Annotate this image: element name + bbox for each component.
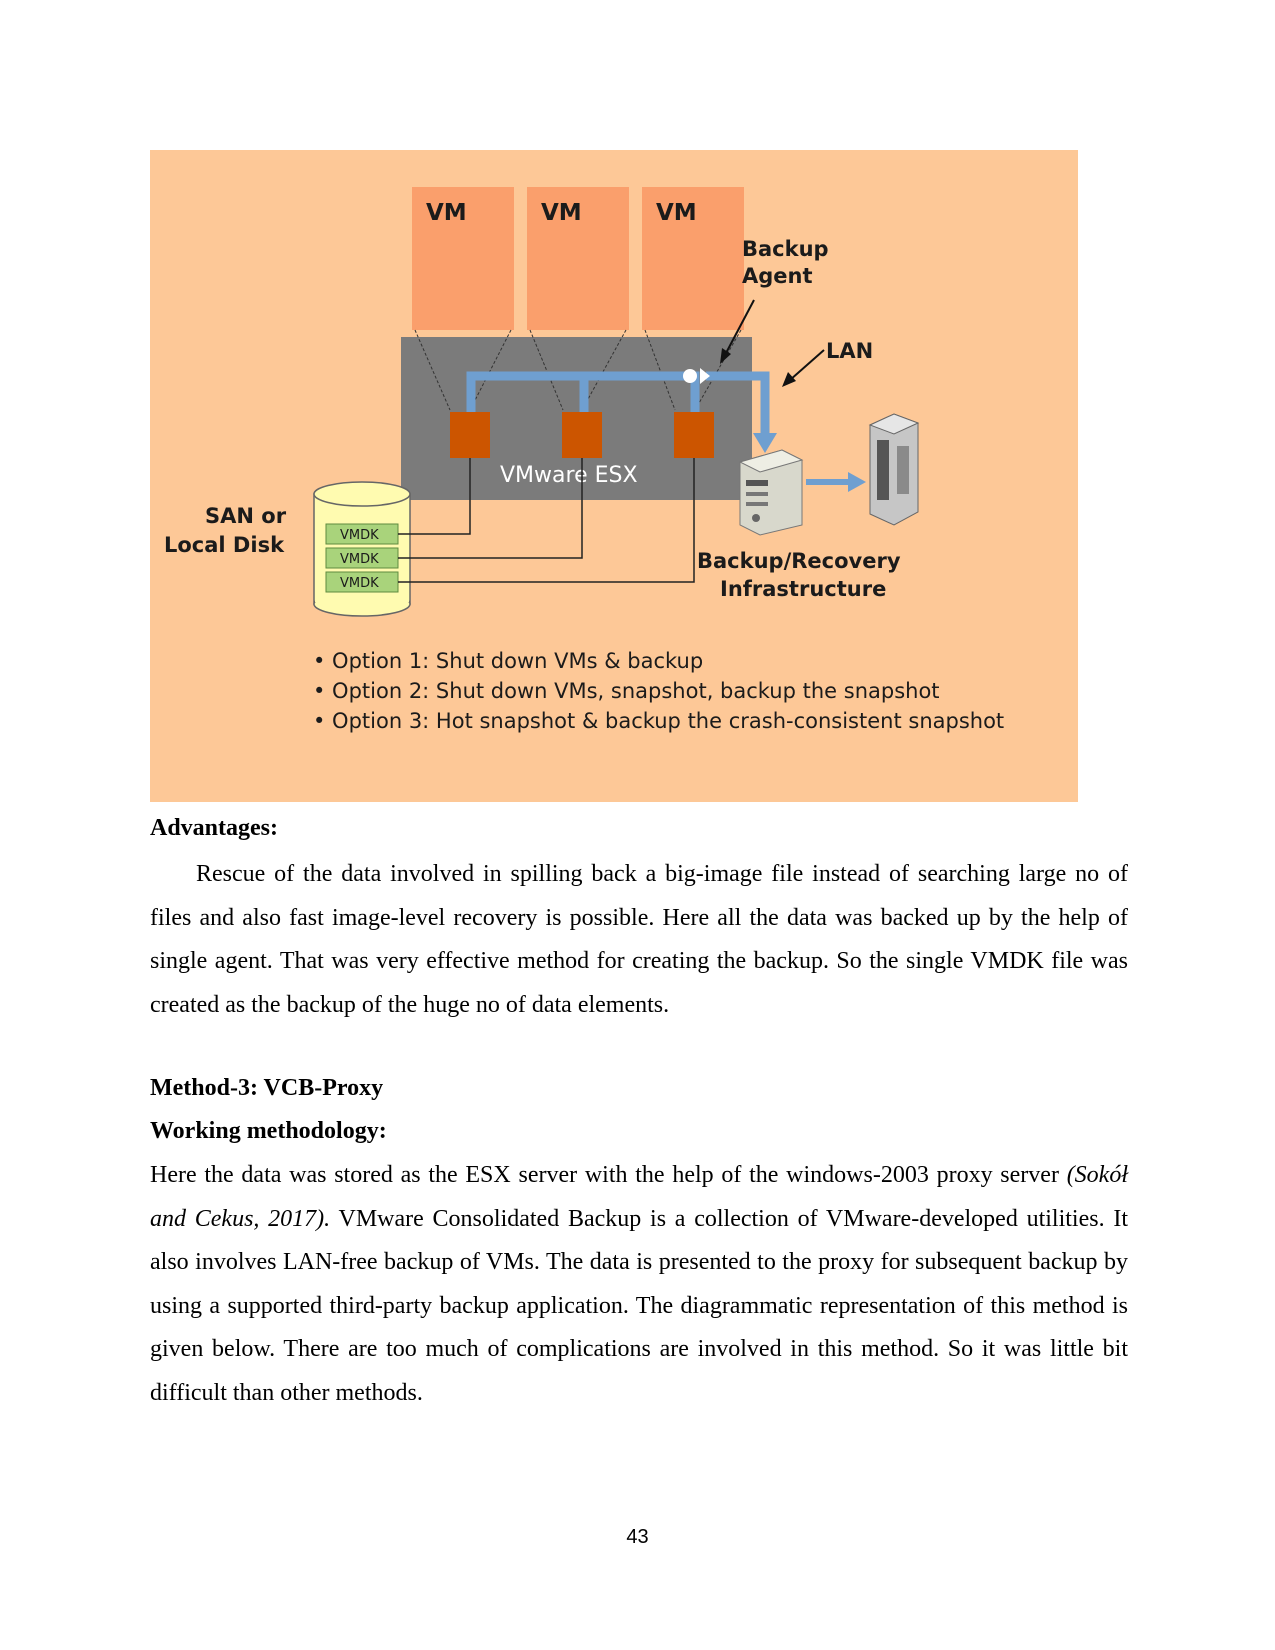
snapshot-3 — [674, 412, 714, 458]
method3-text-before: Here the data was stored as the ESX serv… — [150, 1162, 1067, 1188]
lan-label: LAN — [826, 339, 873, 363]
lan-pointer-head — [782, 372, 796, 387]
infrastructure-label-line2: Infrastructure — [720, 577, 886, 601]
option-3: • Option 3: Hot snapshot & backup the cr… — [313, 709, 1004, 733]
vmdk-label-2: VMDK — [340, 552, 379, 567]
backup-server-icon — [738, 449, 804, 536]
vmware-backup-diagram: VM VM VM VMware ESX Backup Agen — [164, 187, 1004, 733]
vmdk-label-3: VMDK — [340, 576, 379, 591]
backup-agent-pointer — [724, 299, 755, 356]
lan-arrow-head — [753, 433, 777, 453]
method3-text-after: VMware Consolidated Backup is a collecti… — [150, 1205, 1128, 1406]
option-1: • Option 1: Shut down VMs & backup — [313, 649, 703, 673]
backup-agent-dot — [683, 369, 697, 383]
method3-heading: Method-3: VCB-Proxy — [150, 1075, 384, 1101]
infrastructure-label-line1: Backup/Recovery — [697, 549, 901, 573]
storage-tower-icon — [868, 413, 920, 526]
lan-pipe — [466, 371, 770, 435]
san-label-line2: Local Disk — [164, 533, 285, 557]
vm-label-2: VM — [541, 200, 582, 226]
backup-agent-label-line2: Agent — [742, 264, 813, 288]
option-2: • Option 2: Shut down VMs, snapshot, bac… — [313, 679, 940, 703]
advantages-paragraph: Rescue of the data involved in spilling … — [150, 861, 1128, 1018]
working-methodology-heading: Working methodology: — [150, 1118, 387, 1144]
backup-agent-pointer-head — [720, 348, 731, 364]
method3-citation: (Sokół and Cekus, 2017). — [150, 1162, 1128, 1232]
advantages-heading: Advantages: — [150, 815, 279, 841]
snapshot-2 — [562, 412, 602, 458]
vm-box-3 — [642, 187, 744, 330]
storage-arrow-head — [848, 472, 866, 492]
snapshot-vmdk-lines — [398, 458, 695, 583]
vmware-backup-figure: VM VM VM VMware ESX Backup Agen — [150, 150, 1078, 802]
backup-agent-label-line1: Backup — [742, 237, 829, 261]
vm-box-2 — [527, 187, 629, 330]
method3-paragraph: Here the data was stored as the ESX serv… — [150, 1154, 1128, 1415]
backup-agent-arrow — [700, 368, 710, 384]
page-number: 43 — [626, 1526, 649, 1548]
snapshot-1 — [450, 412, 490, 458]
san-label-line1: SAN or — [205, 504, 287, 528]
vm-label-3: VM — [656, 200, 697, 226]
vm-label-1: VM — [426, 200, 467, 226]
vmdk-label-1: VMDK — [340, 528, 379, 543]
lan-pointer — [789, 349, 825, 381]
vm-connector-lines — [414, 329, 742, 411]
esx-label: VMware ESX — [500, 463, 638, 488]
vm-box-1 — [412, 187, 514, 330]
